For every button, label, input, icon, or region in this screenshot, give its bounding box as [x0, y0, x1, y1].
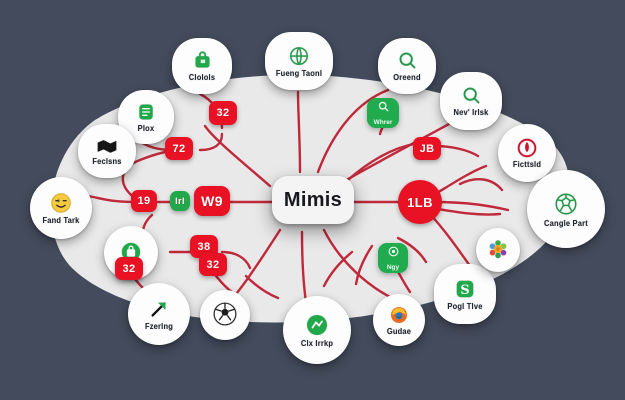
node-ficttsld[interactable]: Ficttsld: [498, 124, 556, 182]
red-vodafone-icon: [517, 138, 537, 158]
node-label: Fzerlng: [144, 321, 174, 331]
badge-72[interactable]: 72: [165, 137, 193, 160]
node-label: Ficttsld: [512, 159, 542, 169]
badge-jb[interactable]: JB: [413, 137, 441, 160]
green-search-icon: [397, 50, 418, 71]
green-soccer-ball-icon: [553, 191, 579, 217]
tile-label: Ngy: [386, 264, 400, 271]
svg-text:$: $: [57, 198, 60, 204]
green-bag-icon: [192, 50, 213, 71]
center-node[interactable]: Mimis: [272, 176, 354, 224]
node-label: Cangle Part: [544, 218, 588, 228]
node-soccer-ball[interactable]: [200, 290, 250, 340]
badge-32-mid[interactable]: 32: [199, 253, 227, 276]
black-map-icon: [96, 137, 118, 155]
node-pogl-tlve[interactable]: S Pogl Tlve: [434, 264, 496, 324]
green-document-icon: [136, 102, 156, 122]
badge-38[interactable]: 38: [190, 235, 218, 258]
node-label: Pogl Tlve: [447, 301, 483, 311]
node-label: Nev' Irlsk: [453, 107, 489, 118]
node-label: Gudae: [386, 326, 412, 336]
node-clolols[interactable]: Clolols: [172, 38, 232, 94]
badge-32-top[interactable]: 32: [209, 101, 237, 125]
node-oreend[interactable]: Oreend: [378, 38, 436, 94]
green-globe-icon: [288, 45, 310, 67]
svg-text:S: S: [460, 283, 469, 298]
money-face-emoji-icon: $: [50, 192, 72, 214]
node-fand-tark[interactable]: $ Fand Tark: [30, 177, 92, 239]
green-search-tile-icon: [377, 100, 390, 118]
node-clx-irrkp[interactable]: Clx Irrkp: [283, 296, 351, 364]
soccer-ball-icon: [212, 301, 238, 327]
tile-ngy[interactable]: Ngy: [378, 243, 408, 273]
node-flower[interactable]: [476, 228, 520, 272]
node-gudae[interactable]: Gudae: [373, 294, 425, 346]
node-nev-irlsk[interactable]: Nev' Irlsk: [440, 72, 502, 130]
firefox-icon: [389, 305, 409, 325]
green-s-icon: S: [454, 278, 476, 300]
badge-32-left[interactable]: 32: [115, 257, 143, 280]
flower-burst-icon: [487, 238, 509, 260]
node-label: Fand Tark: [42, 215, 80, 225]
green-circle-tile-icon: [387, 245, 400, 263]
tile-whrer[interactable]: Whrer: [367, 98, 399, 128]
node-fzerlng[interactable]: Fzerlng: [128, 283, 190, 345]
node-fueng-taonl[interactable]: Fueng Taonl: [265, 32, 333, 90]
green-briefcase-icon: [120, 241, 142, 263]
node-label: Feclsns: [92, 156, 122, 166]
center-node-label: Mimis: [283, 188, 343, 211]
node-label: Clolols: [188, 72, 216, 83]
badge-w9[interactable]: W9: [194, 186, 230, 216]
green-circle-icon: [305, 313, 329, 337]
node-cangle-part[interactable]: Cangle Part: [527, 170, 605, 248]
badge-irl[interactable]: Irl: [170, 191, 190, 211]
badge-1lb[interactable]: 1LB: [398, 180, 442, 224]
tile-label: Whrer: [373, 119, 393, 126]
green-arrow-icon: [148, 298, 170, 320]
green-search-icon: [461, 85, 482, 106]
node-label: Fueng Taonl: [275, 68, 323, 78]
node-label: Oreend: [393, 72, 421, 83]
node-label: Plox: [137, 123, 155, 133]
node-feclsns[interactable]: Feclsns: [78, 124, 136, 178]
node-label: Clx Irrkp: [300, 338, 334, 348]
badge-19[interactable]: 19: [131, 190, 157, 212]
